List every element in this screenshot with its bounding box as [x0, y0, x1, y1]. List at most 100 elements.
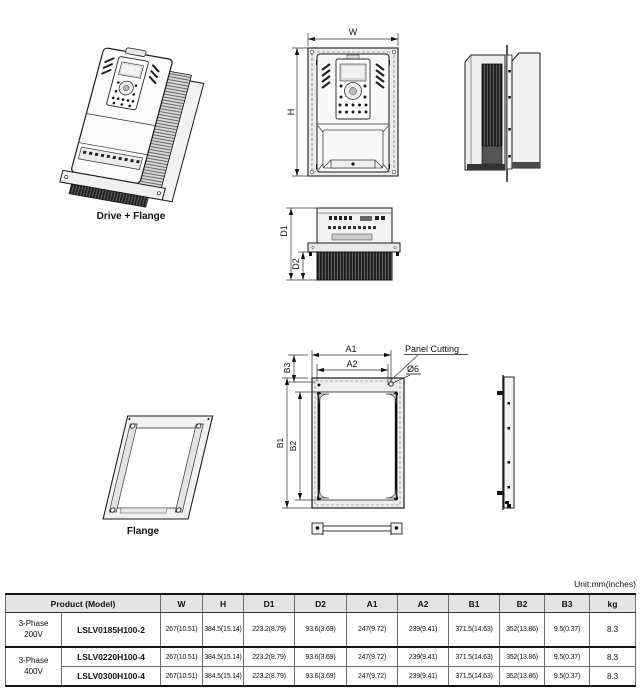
top-tab	[125, 47, 147, 57]
table-cell: 93.6(3.69)	[294, 612, 348, 648]
figure-depth-view: D1 D2	[279, 207, 401, 281]
table-cell: 352(13.86)	[499, 612, 546, 648]
table-cell: 267(10.51)	[160, 666, 204, 687]
profile-holes	[507, 402, 510, 489]
dim-label-d2: D2	[291, 258, 301, 270]
dimension-d1	[286, 207, 317, 281]
table-cell: 9.5(0.37)	[544, 666, 591, 687]
table-cell: 267(10.51)	[160, 612, 204, 648]
table-cell: 9.5(0.37)	[544, 612, 591, 648]
column-header: B1	[448, 593, 501, 613]
column-header: B2	[499, 593, 546, 613]
table-row: 3-Phase 200V LSLV0185H100-2 267(10.51) 3…	[5, 612, 637, 648]
column-header: D2	[294, 593, 348, 613]
table-cell: 8.3	[589, 646, 637, 667]
model-cell: LSLV0220H100-4	[60, 646, 162, 667]
dim-label-b3: B3	[282, 363, 292, 374]
table-cell: 371.5(14.63)	[448, 646, 501, 667]
corner-brackets	[318, 393, 397, 499]
column-header: A2	[397, 593, 450, 613]
table-cell: 8.3	[589, 666, 637, 687]
table-cell: 247(9.72)	[346, 666, 399, 687]
dim-label-a1: A1	[345, 344, 356, 354]
profile-clips	[497, 391, 511, 508]
hole-leader	[392, 374, 411, 384]
figure-iso-drive-flange	[59, 47, 205, 208]
header-row: Product (Model) W H D1 D2 A1 A2 B1 B2 B3…	[4, 593, 637, 613]
dim-label-b2: B2	[288, 441, 298, 452]
panel-dark-base	[512, 162, 540, 168]
terminals	[328, 216, 385, 241]
table-cell: 93.6(3.69)	[294, 666, 348, 687]
dimension-b1	[282, 377, 312, 509]
dimension-d2	[298, 251, 309, 280]
dim-label-d1: D1	[279, 225, 289, 237]
table-cell: 352(13.86)	[499, 666, 546, 687]
table-cell: 384.5(15.14)	[202, 646, 245, 667]
table-cell: 93.6(3.69)	[294, 646, 348, 667]
flange-bottom-view	[311, 522, 403, 535]
dim-label-h: H	[286, 109, 296, 116]
column-header-product: Product (Model)	[4, 593, 162, 613]
column-header: W	[160, 593, 204, 613]
hole-d6	[388, 381, 394, 387]
mount-panel	[511, 52, 541, 169]
dimension-b2	[295, 391, 318, 501]
table-cell: 239(9.41)	[397, 612, 450, 648]
column-header: A1	[346, 593, 399, 613]
figure-panel-cutting: A1 A2 B3 B1 B2 Panel Cutting Ø6	[275, 344, 468, 535]
plate-screws	[508, 70, 511, 158]
table-cell: 223.2(8.79)	[243, 646, 296, 667]
table-cell: 239(9.41)	[397, 646, 450, 667]
terminal-strip	[77, 146, 143, 170]
iso-flange-caption: Flange	[126, 526, 160, 537]
column-header: kg	[589, 593, 637, 613]
panel-dashed	[314, 380, 401, 506]
table-cell: 384.5(15.14)	[202, 666, 245, 687]
heatsink-top	[316, 251, 393, 281]
panel-cutting-label: Panel Cutting	[405, 344, 459, 354]
table-cell: 8.3	[589, 612, 637, 648]
bottom-strip	[467, 164, 505, 170]
panel-cutting-leader	[390, 354, 419, 381]
table-cell: 247(9.72)	[346, 612, 399, 648]
iso-drive-caption: Drive + Flange	[96, 211, 166, 222]
phase-cell: 3-Phase 200V	[5, 612, 62, 648]
table-cell: 223.2(8.79)	[243, 666, 296, 687]
table-cell: 352(13.86)	[499, 646, 546, 667]
hole-diameter-label: Ø6	[407, 364, 419, 374]
dimension-a1	[311, 350, 392, 382]
dimension-w	[307, 33, 399, 46]
column-header: B3	[544, 593, 591, 613]
table-cell: 384.5(15.14)	[202, 612, 245, 648]
dim-label-w: W	[349, 27, 358, 37]
table-cell: 267(10.51)	[160, 646, 204, 667]
figure-iso-flange	[102, 415, 214, 520]
figure-front-view: W H	[286, 27, 399, 177]
table-cell: 247(9.72)	[346, 646, 399, 667]
figure-flange-side	[497, 375, 515, 510]
column-header: H	[202, 593, 245, 613]
model-cell: LSLV0185H100-2	[60, 612, 162, 648]
table-cell: 9.5(0.37)	[544, 646, 591, 667]
corner-screws	[309, 49, 397, 175]
cutout-opening	[317, 391, 398, 501]
keypad-front	[335, 54, 371, 120]
column-header: D1	[243, 593, 296, 613]
dimension-table: Product (Model) W H D1 D2 A1 A2 B1 B2 B3…	[4, 593, 637, 687]
table-row: LSLV0300H100-4 267(10.51) 384.5(15.14) 2…	[6, 666, 637, 687]
front-vents	[321, 63, 385, 89]
side-vents	[101, 57, 160, 84]
rail-screws	[110, 423, 202, 513]
flange-bar	[307, 242, 401, 253]
table-cell: 239(9.41)	[397, 666, 450, 687]
heatsink-side	[481, 63, 503, 147]
model-cell: LSLV0300H100-4	[60, 666, 162, 687]
figure-side-view	[464, 45, 541, 182]
dim-label-a2: A2	[346, 359, 357, 369]
dimension-b3	[288, 354, 315, 383]
dim-label-b1: B1	[275, 438, 285, 449]
unit-label: Unit:mm(inches)	[574, 579, 636, 589]
table-row: 3-Phase 400V LSLV0220H100-4 267(10.51) 3…	[5, 646, 637, 687]
table-cell: 371.5(14.63)	[448, 612, 501, 648]
